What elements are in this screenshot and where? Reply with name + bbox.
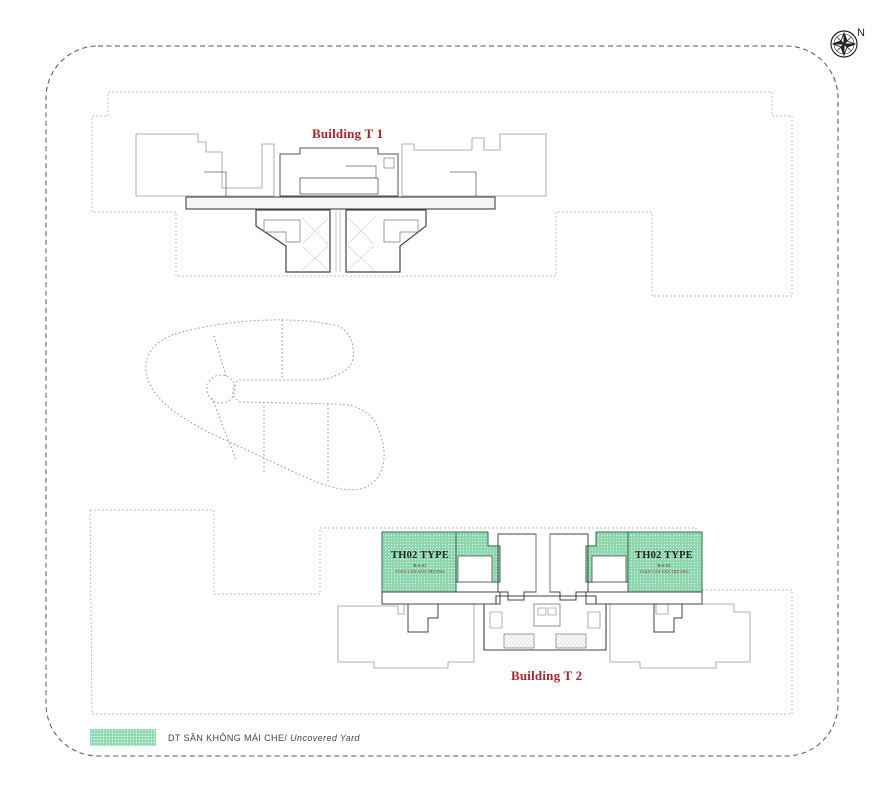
building-t2-label: Building T 2 [511, 668, 583, 683]
legend: DT SÂN KHÔNG MÁI CHE/ Uncovered Yard [90, 729, 360, 746]
compass-rose-icon [830, 30, 858, 58]
legend-en-text: Uncovered Yard [290, 732, 360, 743]
building-t1 [135, 133, 547, 273]
legend-label: DT SÂN KHÔNG MÁI CHE/ Uncovered Yard [168, 733, 360, 743]
unit-code-left: B-6-01 [413, 563, 427, 568]
unit-code-right: B-6-02 [657, 563, 671, 568]
unit-label-right: TH02 TYPE B-6-02 TOÀN CĂN SÂN THƯỢNG [628, 550, 700, 574]
compass-north-letter: N [857, 27, 865, 39]
parcel-outlines [89, 91, 793, 715]
building-t1-label: Building T 1 [312, 126, 384, 141]
unit-type-left: TH02 TYPE [391, 550, 449, 561]
unit-note-right: TOÀN CĂN SÂN THƯỢNG [639, 569, 689, 574]
legend-swatch-uncovered-yard [90, 729, 156, 746]
unit-note-left: TOÀN CĂN SÂN THƯỢNG [395, 569, 445, 574]
building-t2 [337, 531, 751, 669]
parcel-lower [89, 509, 793, 715]
unit-label-left: TH02 TYPE B-6-01 TOÀN CĂN SÂN THƯỢNG [384, 550, 456, 574]
landscape-feature [145, 319, 385, 491]
legend-vn-text: DT SÂN KHÔNG MÁI CHE/ [168, 732, 288, 743]
unit-type-right: TH02 TYPE [635, 550, 693, 561]
site-boundary [45, 45, 839, 757]
parcel-upper [91, 91, 793, 297]
